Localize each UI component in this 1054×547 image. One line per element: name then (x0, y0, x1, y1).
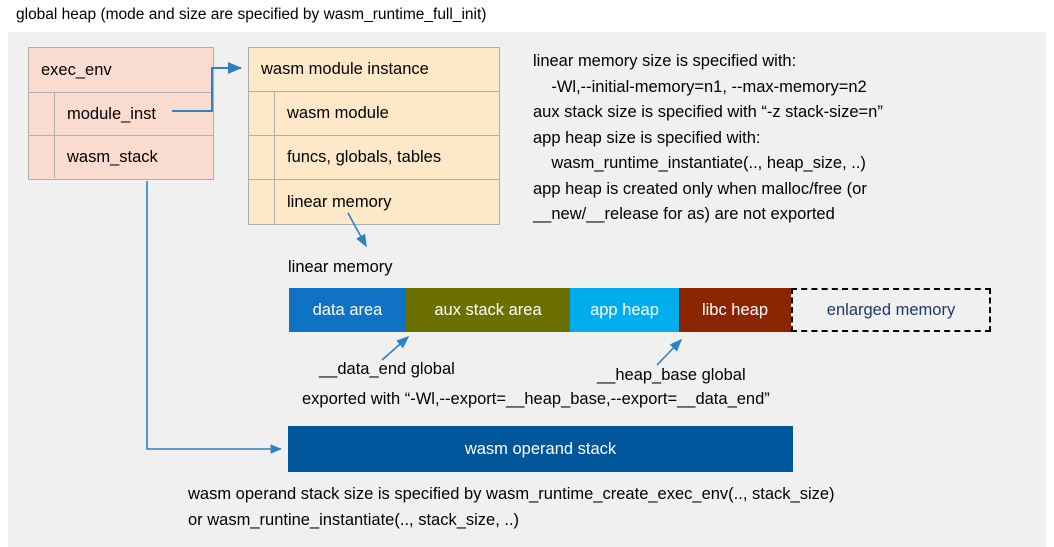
module-instance-funcs-globals-tables-label: funcs, globals, tables (287, 148, 442, 166)
module-instance-header-row: wasm module instance (249, 48, 499, 92)
wasm-operand-stack-bar: wasm operand stack (288, 426, 793, 472)
exec-env-module-inst-label: module_inst (67, 104, 156, 123)
module-instance-header-label: wasm module instance (261, 60, 429, 78)
exec-env-wasm-stack-label: wasm_stack (67, 147, 158, 166)
data-end-global-label: __data_end global (319, 360, 455, 378)
indent-spacer (249, 180, 275, 225)
exec-env-header-label: exec_env (41, 60, 112, 79)
memory-segment-enlarged-memory: enlarged memory (791, 288, 991, 332)
module-instance-row-wasm-module: wasm module (249, 92, 499, 136)
memory-segment-data-area: data area (289, 288, 406, 332)
module-instance-row-funcs-globals-tables: funcs, globals, tables (249, 136, 499, 180)
module-instance-row-linear-memory: linear memory (249, 180, 499, 225)
memory-segment-libc-heap: libc heap (679, 288, 791, 332)
module-instance-linear-memory-label: linear memory (287, 193, 392, 211)
memory-segment-aux-stack-area: aux stack area (406, 288, 570, 332)
exec-env-box: exec_env module_inst wasm_stack (28, 47, 214, 180)
linear-memory-bar-label: linear memory (288, 258, 393, 276)
module-instance-wasm-module-label: wasm module (287, 104, 389, 122)
wasm-operand-stack-notes: wasm operand stack size is specified by … (188, 485, 835, 529)
indent-spacer (29, 93, 55, 135)
linear-memory-notes: linear memory size is specified with: -W… (533, 52, 883, 223)
heap-base-global-label: __heap_base global (597, 366, 746, 384)
exec-env-row-wasm-stack: wasm_stack (29, 136, 213, 178)
indent-spacer (249, 92, 275, 135)
exec-env-header-row: exec_env (29, 48, 213, 93)
exec-env-row-module-inst: module_inst (29, 93, 213, 136)
exported-with-label: exported with “-Wl,--export=__heap_base,… (302, 390, 770, 408)
indent-spacer (29, 136, 55, 178)
memory-segment-app-heap: app heap (570, 288, 679, 332)
wasm-module-instance-box: wasm module instance wasm module funcs, … (248, 47, 500, 225)
indent-spacer (249, 136, 275, 179)
page-title: global heap (mode and size are specified… (16, 6, 487, 23)
